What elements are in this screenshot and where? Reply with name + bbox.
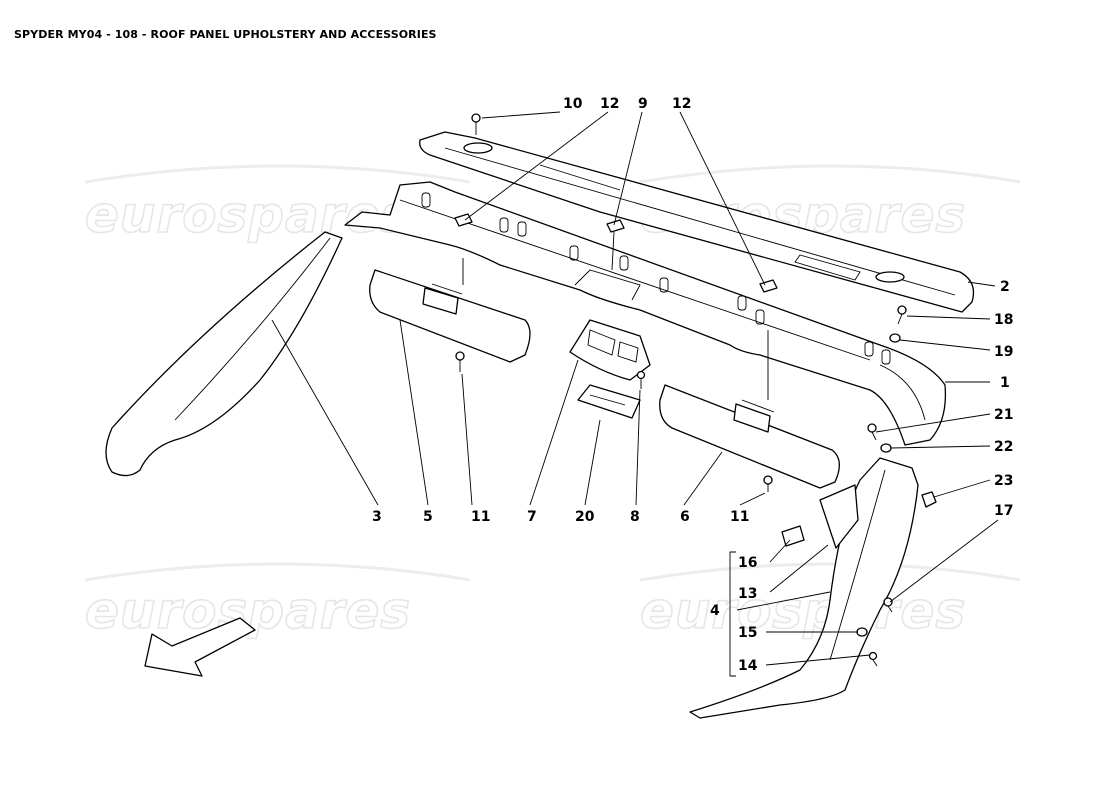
callout-2: 2: [1000, 279, 1010, 295]
screw-10: [471, 113, 481, 135]
sun-visor-left-part: [369, 269, 531, 363]
callout-12: 12: [672, 96, 691, 112]
watermark-swoosh: [639, 562, 1021, 582]
watermark-swoosh: [639, 164, 1021, 184]
watermark-swoosh: [84, 562, 471, 582]
screw-18: [897, 305, 907, 325]
callout-7: 7: [527, 509, 537, 525]
light-lens-part: [577, 384, 641, 419]
fasteners: [455, 113, 937, 667]
callout-22: 22: [994, 439, 1013, 455]
roof-strip-part: [419, 131, 975, 313]
screw-11-left: [455, 351, 465, 372]
roof-panel-part: [344, 181, 947, 446]
callout-20: 20: [575, 509, 595, 525]
interior-light-part: [569, 319, 651, 381]
callout-11: 11: [471, 509, 490, 525]
callout-3: 3: [372, 509, 382, 525]
washer-19: [889, 333, 901, 343]
callout-labels: 10 12 9 12 2 18 19 1 21 22 23 17 16 13 4…: [372, 96, 1013, 674]
callout-15: 15: [738, 625, 757, 641]
callout-12: 12: [600, 96, 619, 112]
callout-10: 10: [563, 96, 583, 112]
callout-9: 9: [638, 96, 648, 112]
washer-22: [880, 443, 892, 453]
callout-16: 16: [738, 555, 757, 571]
callout-18: 18: [994, 312, 1013, 328]
screw-14: [868, 651, 878, 667]
leader-lines: [271, 111, 999, 677]
callout-8: 8: [630, 509, 640, 525]
pillar-trim-right-part: [689, 457, 919, 719]
callout-11: 11: [730, 509, 749, 525]
screw-11-right: [763, 475, 773, 492]
callout-13: 13: [738, 586, 757, 602]
callout-14: 14: [738, 658, 758, 674]
screw-8: [636, 370, 646, 389]
callout-5: 5: [423, 509, 433, 525]
sun-visor-right-part: [659, 384, 840, 489]
pillar-trim-left-part: [105, 231, 343, 477]
callout-23: 23: [994, 473, 1013, 489]
callout-4: 4: [710, 603, 720, 619]
callout-1: 1: [1000, 375, 1010, 391]
washer-15: [856, 627, 868, 637]
diagram-title: SPYDER MY04 - 108 - ROOF PANEL UPHOLSTER…: [14, 28, 437, 41]
clip-23: [921, 491, 937, 508]
callout-19: 19: [994, 344, 1013, 360]
callout-6: 6: [680, 509, 690, 525]
direction-arrow: [144, 617, 256, 677]
watermark-swoosh: [84, 164, 471, 184]
watermark-text: eurospares: [85, 186, 411, 244]
callout-21: 21: [994, 407, 1013, 423]
screw-21: [867, 423, 877, 441]
watermark-text: eurospares: [640, 582, 966, 640]
callout-17: 17: [994, 503, 1013, 519]
screw-17: [883, 597, 893, 613]
